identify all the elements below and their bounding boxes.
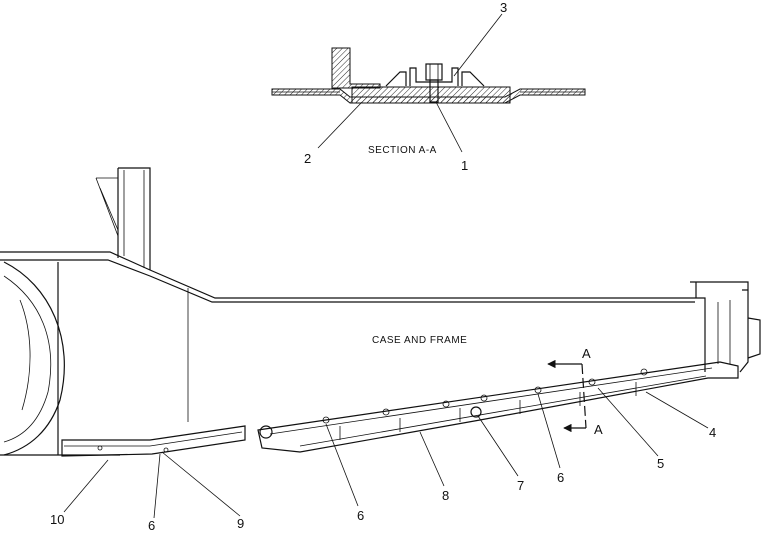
callout-5: 5 bbox=[657, 456, 664, 471]
callout-6-middle: 6 bbox=[357, 508, 364, 523]
callout-6-right: 6 bbox=[557, 470, 564, 485]
section-a-a-detail: 3 2 1 SECTION A-A bbox=[271, 0, 586, 173]
bolt-shank bbox=[429, 79, 439, 103]
upright-post bbox=[117, 167, 151, 270]
bottom-rail bbox=[257, 361, 739, 453]
post-brace bbox=[95, 177, 119, 237]
roller bbox=[470, 406, 482, 418]
center-block bbox=[351, 86, 511, 104]
rail-segments bbox=[339, 382, 637, 440]
section-marker-top: A bbox=[582, 346, 591, 361]
bolt-nut bbox=[425, 63, 443, 81]
callout-3: 3 bbox=[500, 0, 507, 15]
rail-bolts bbox=[322, 368, 648, 424]
rail-end-pivot bbox=[259, 425, 273, 439]
callout-7: 7 bbox=[517, 478, 524, 493]
callout-4: 4 bbox=[709, 425, 716, 440]
callout-9: 9 bbox=[237, 516, 244, 531]
right-end-block bbox=[690, 281, 749, 373]
section-marker-bottom: A bbox=[594, 422, 603, 437]
frame-title: CASE AND FRAME bbox=[372, 335, 467, 346]
section-cut-line bbox=[581, 363, 587, 429]
callout-8: 8 bbox=[442, 488, 449, 503]
callout-1: 1 bbox=[461, 158, 468, 173]
right-clip bbox=[409, 67, 459, 86]
lower-left-rail bbox=[61, 425, 246, 457]
left-drum bbox=[3, 261, 65, 456]
left-housing bbox=[0, 251, 706, 372]
section-title: SECTION A-A bbox=[368, 145, 437, 156]
callout-10: 10 bbox=[50, 512, 64, 527]
clip-flange bbox=[385, 71, 485, 87]
case-and-frame-view: A A CASE AND FRAME 4 5 6 7 8 6 6 9 10 bbox=[0, 167, 761, 533]
callout-2: 2 bbox=[304, 151, 311, 166]
left-angle-bracket bbox=[331, 47, 381, 89]
callout-6-left: 6 bbox=[148, 518, 155, 533]
